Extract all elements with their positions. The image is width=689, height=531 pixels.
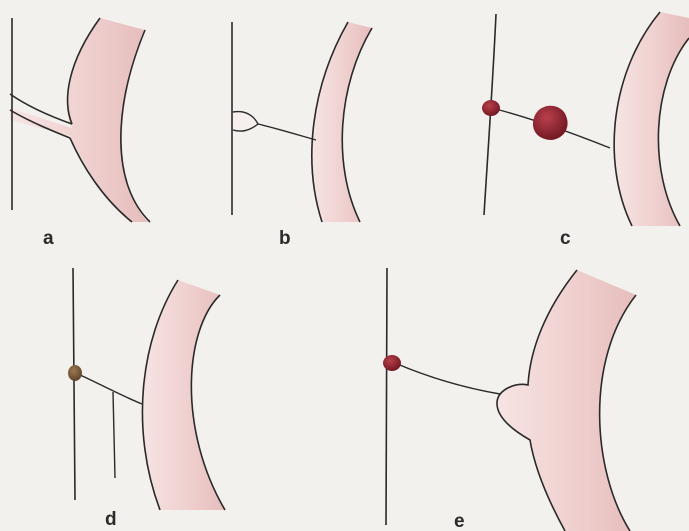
panel-b-bump [233, 112, 258, 131]
panel-c-large-nodule [533, 106, 568, 140]
panel-e-label: e [454, 511, 465, 531]
panel-e-vertical-line [386, 268, 387, 525]
panel-d-short-branch [113, 392, 115, 478]
panel-d-vertical-line [73, 268, 75, 500]
panel-c-small-nodule [482, 100, 500, 116]
panel-a-label: a [43, 228, 54, 249]
panel-b: b [232, 22, 372, 249]
panel-d-strand [78, 374, 142, 404]
panel-a: a [10, 18, 150, 249]
panel-d: d [68, 268, 225, 530]
panel-e-strand [395, 363, 500, 394]
panel-d-nodule [68, 365, 82, 381]
panel-b-label: b [279, 228, 291, 249]
panel-c-label: c [560, 228, 571, 249]
panel-c-tube [614, 12, 689, 226]
panel-e: e [383, 268, 636, 531]
panel-a-tube [10, 18, 148, 222]
panel-e-tube [497, 270, 636, 531]
panel-e-nodule [383, 355, 401, 371]
panel-d-label: d [105, 509, 117, 530]
panel-d-tube [142, 280, 225, 510]
panel-c: c [482, 12, 689, 249]
panel-b-strand [258, 124, 316, 140]
panel-b-tube [312, 22, 372, 222]
